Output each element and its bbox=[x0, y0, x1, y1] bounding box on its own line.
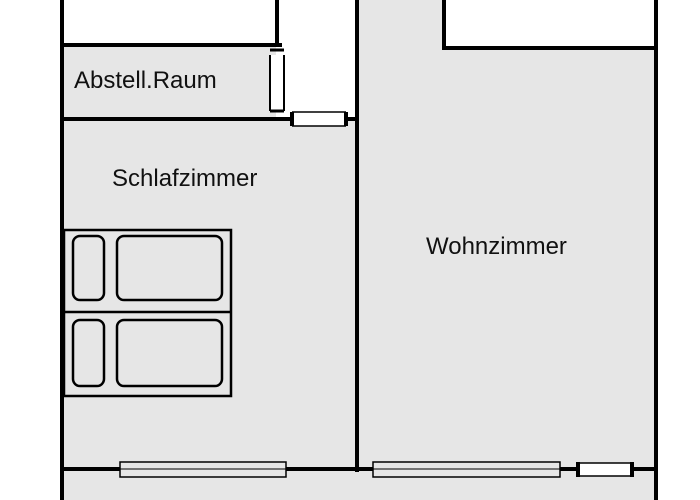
room-label-schlafzimmer: Schlafzimmer bbox=[112, 165, 257, 192]
mattress-bottom bbox=[115, 318, 224, 388]
storage-door bbox=[269, 48, 285, 113]
balcony-door bbox=[576, 462, 634, 477]
living-room-top-cutout bbox=[444, 0, 654, 48]
pillow-top bbox=[71, 234, 106, 302]
room-label-wohnzimmer: Wohnzimmer bbox=[426, 233, 567, 260]
double-bed bbox=[62, 228, 233, 398]
room-label-abstellraum: Abstell.Raum bbox=[74, 67, 217, 94]
upper-left-room-floor bbox=[63, 0, 276, 44]
storage-room-floor bbox=[63, 46, 276, 118]
living-room-floor bbox=[358, 0, 654, 468]
bedroom-door bbox=[290, 111, 348, 127]
mattress-top bbox=[115, 234, 224, 302]
pillow-bottom bbox=[71, 318, 106, 388]
